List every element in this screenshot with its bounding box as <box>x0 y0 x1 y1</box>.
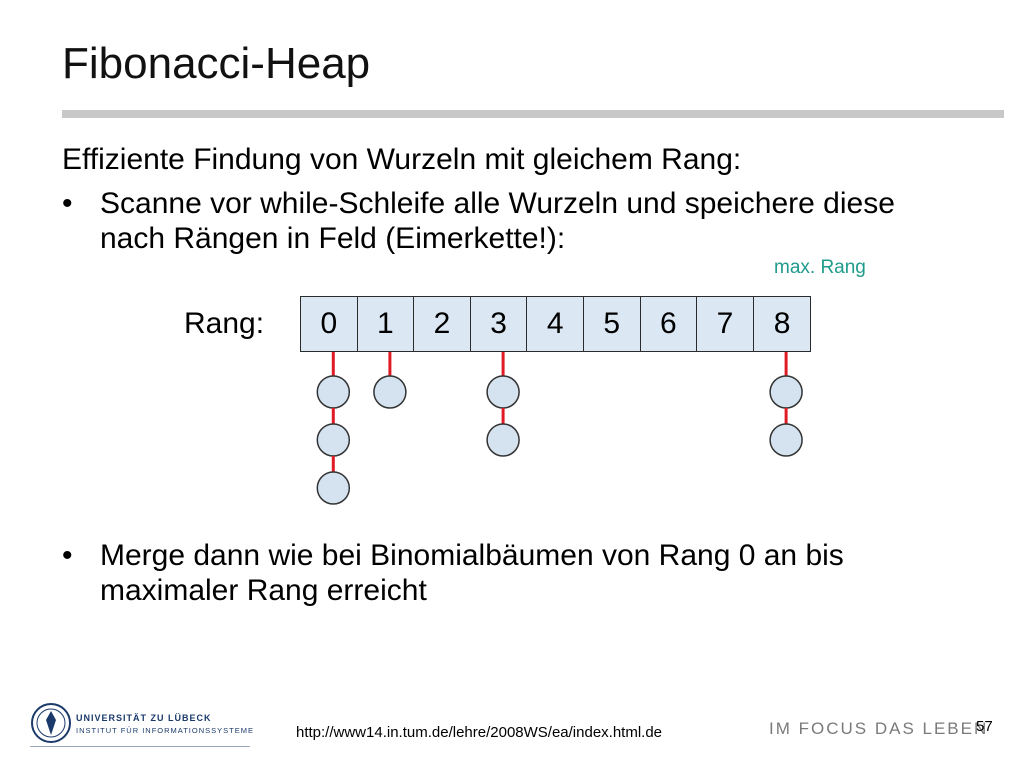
rank-cell-1: 1 <box>357 297 415 351</box>
root-node-rank-1 <box>373 375 407 409</box>
rank-cell-4: 4 <box>527 297 584 351</box>
page-number: 57 <box>976 718 993 735</box>
slide-title: Fibonacci-Heap <box>62 39 371 88</box>
footer-divider <box>30 746 250 747</box>
root-node-rank-0 <box>316 423 351 457</box>
rank-array: 0 1 2 3 4 5 6 7 8 <box>300 296 812 352</box>
university-seal-icon <box>31 703 71 743</box>
rank-cell-7: 7 <box>697 297 754 351</box>
root-node-rank-8 <box>769 375 803 409</box>
bullet-dot: • <box>62 539 73 572</box>
title-divider <box>62 110 1004 118</box>
rank-cell-5: 5 <box>583 297 641 351</box>
bullet-text: Scanne vor while-Schleife alle Wurzeln u… <box>100 187 895 255</box>
institute-name: INSTITUT FÜR INFORMATIONSSYSTEME <box>76 726 254 735</box>
rank-cell-3: 3 <box>470 297 528 351</box>
intro-text: Effiziente Findung von Wurzeln mit gleic… <box>62 143 742 176</box>
bullet-dot: • <box>62 187 73 220</box>
university-name: UNIVERSITÄT ZU LÜBECK <box>76 713 212 723</box>
rang-label: Rang: <box>184 307 265 340</box>
root-node-rank-0 <box>316 375 351 409</box>
footer-motto: IM FOCUS DAS LEBEN <box>769 719 989 738</box>
rank-cell-8: 8 <box>753 297 811 351</box>
root-node-rank-3 <box>486 375 520 409</box>
source-url[interactable]: http://www14.in.tum.de/lehre/2008WS/ea/i… <box>296 724 663 741</box>
rank-cell-0: 0 <box>301 297 358 351</box>
rank-cell-6: 6 <box>640 297 698 351</box>
rank-cell-2: 2 <box>414 297 471 351</box>
max-rang-annotation: max. Rang <box>774 257 866 278</box>
root-node-rank-8 <box>769 423 803 457</box>
root-node-rank-0 <box>316 471 351 505</box>
root-node-rank-3 <box>486 423 520 457</box>
bullet-text: Merge dann wie bei Binomialbäumen von Ra… <box>100 539 844 607</box>
